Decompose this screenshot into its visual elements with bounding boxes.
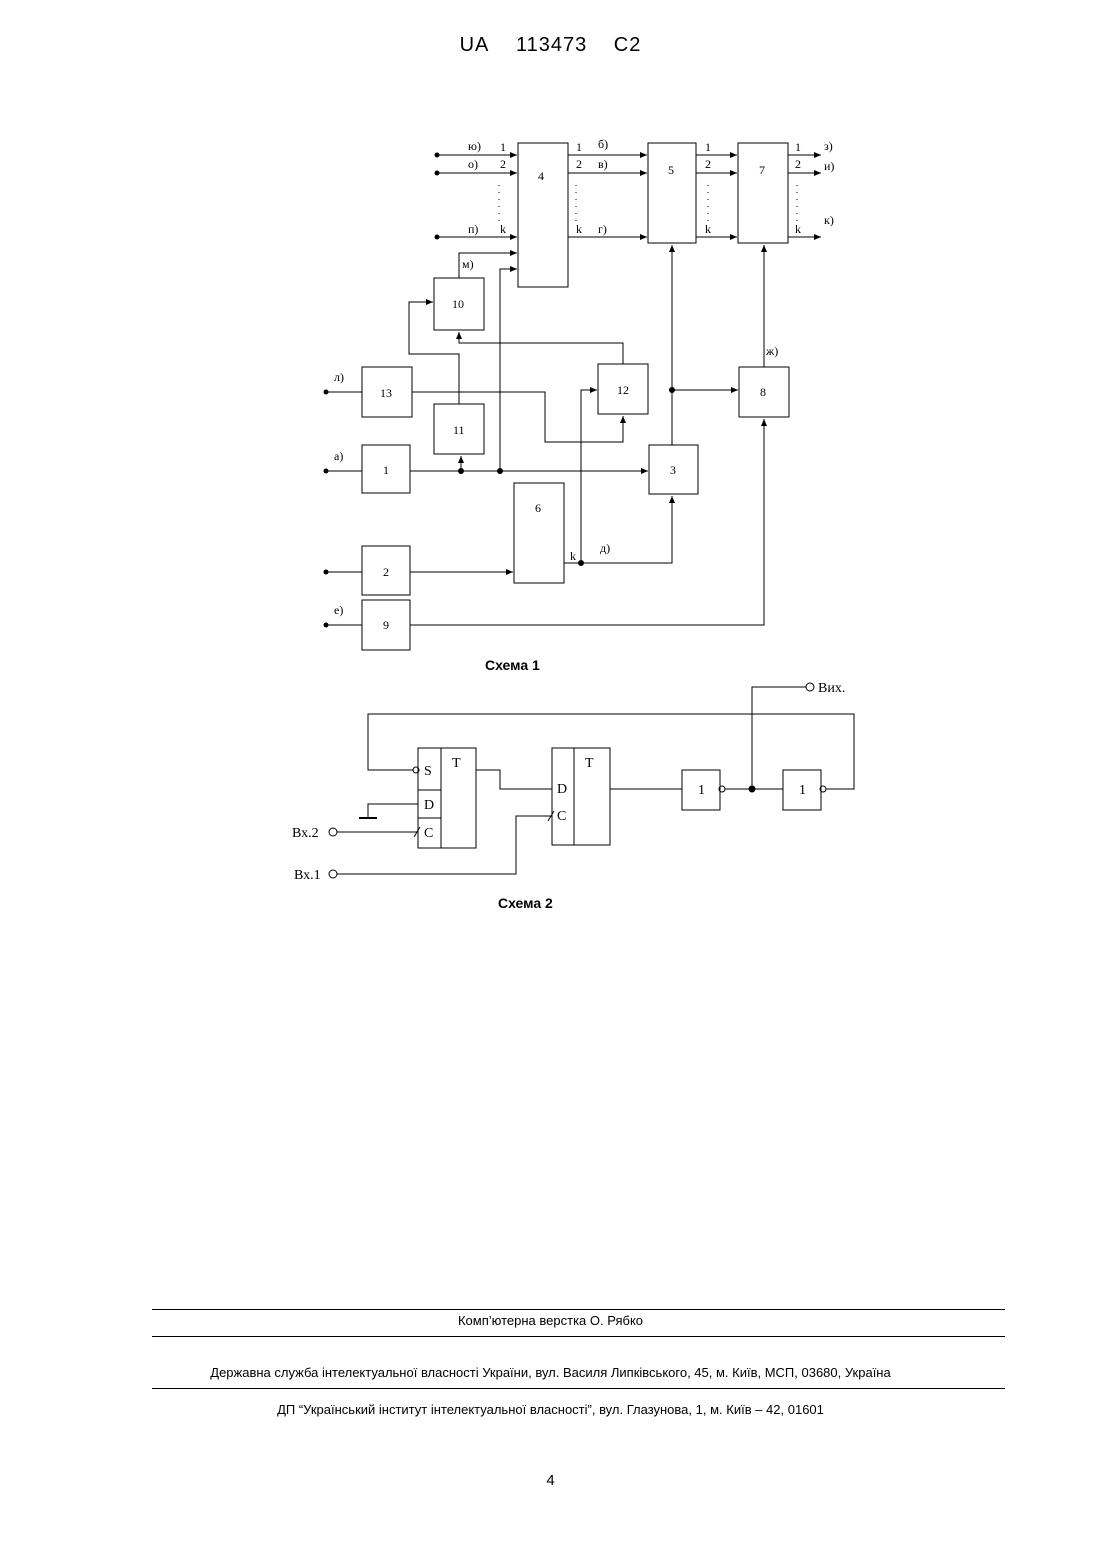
signal-label: и)	[824, 159, 834, 173]
page-number: 4	[0, 1472, 1101, 1489]
block-label: 3	[670, 463, 676, 477]
institute-address: ДП “Український інститут інтелектуальної…	[0, 1402, 1101, 1417]
block-label: 4	[538, 169, 544, 183]
signal-label: ж)	[765, 344, 778, 358]
index-label: 2	[705, 157, 711, 171]
signal-label: ю)	[468, 139, 481, 153]
index-label: 2	[500, 157, 506, 171]
index-label: k	[570, 549, 576, 563]
index-label: 1	[795, 140, 801, 154]
block-label: 8	[760, 385, 766, 399]
block-label: 5	[668, 163, 674, 177]
signal-label: к)	[824, 213, 834, 227]
signal-label: м)	[462, 257, 474, 271]
pin-d: D	[557, 782, 567, 797]
block-5	[648, 143, 696, 243]
block-label: 1	[383, 463, 389, 477]
signal-label: з)	[824, 139, 833, 153]
signal-label: п)	[468, 222, 478, 236]
signal-label: в)	[598, 157, 608, 171]
scheme-2-caption: Схема 2	[498, 895, 553, 911]
footer-divider	[152, 1309, 1005, 1310]
block-label: 13	[380, 386, 392, 400]
block-7	[738, 143, 788, 243]
footer-divider	[152, 1336, 1005, 1337]
scheme-1-caption: Схема 1	[485, 657, 540, 673]
pin-c: C	[424, 826, 433, 841]
block-label: 11	[453, 423, 465, 437]
inverter-label: 1	[698, 783, 705, 798]
signal-label: д)	[600, 541, 610, 555]
index-label: k	[795, 222, 801, 236]
scheme-2-text: S D C T D C T 1 1 Вх.2 Вх.1 Вих.	[292, 681, 845, 883]
pin-d: D	[424, 798, 434, 813]
block-6	[514, 483, 564, 583]
block-4	[518, 143, 568, 287]
signal-label: е)	[334, 603, 343, 617]
signal-label: л)	[334, 370, 344, 384]
block-label: 9	[383, 618, 389, 632]
input-1-label: Вх.1	[294, 868, 321, 883]
block-label: 12	[617, 383, 629, 397]
signal-label: б)	[598, 137, 608, 151]
pin-s: S	[424, 764, 432, 779]
signal-label: о)	[468, 157, 478, 171]
pin-c: C	[557, 809, 566, 824]
index-label: 1	[576, 140, 582, 154]
output-label: Вих.	[818, 681, 845, 696]
index-label: k	[705, 222, 711, 236]
index-label: 1	[705, 140, 711, 154]
layout-credit: Комп’ютерна верстка О. Рябко	[0, 1313, 1101, 1328]
service-address: Державна служба інтелектуальної власност…	[0, 1365, 1101, 1380]
footer-divider	[152, 1388, 1005, 1389]
block-label: 10	[452, 297, 464, 311]
pin-t: T	[452, 756, 461, 771]
index-label: k	[500, 222, 506, 236]
block-label: 6	[535, 501, 541, 515]
index-label: 1	[500, 140, 506, 154]
scheme-1	[326, 143, 821, 650]
scheme-1-text: 4 5 7 10 13 11 12 8 1 3 6 2 9 ю) о) п) м…	[334, 137, 834, 632]
index-label: 2	[795, 157, 801, 171]
block-label: 2	[383, 565, 389, 579]
index-label: k	[576, 222, 582, 236]
scheme-2	[329, 683, 854, 878]
signal-label: а)	[334, 449, 343, 463]
input-2-label: Вх.2	[292, 826, 319, 841]
index-label: 2	[576, 157, 582, 171]
pin-t: T	[585, 756, 594, 771]
inverter-label: 1	[799, 783, 806, 798]
signal-label: г)	[598, 222, 607, 236]
block-label: 7	[759, 163, 765, 177]
